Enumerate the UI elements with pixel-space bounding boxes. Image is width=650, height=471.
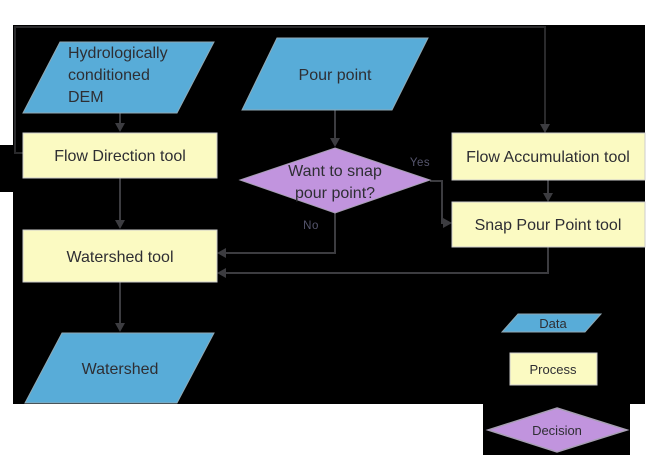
legend-process-label: Process [530,362,577,377]
arrowhead-into-watershed [115,323,125,332]
arrowhead-into-flow-direction [115,123,125,132]
arrowhead-into-flow-accumulation [540,124,550,133]
pour-point-label: Pour point [299,67,372,84]
node-dem: Hydrologically conditioned DEM [22,41,215,114]
node-pour-point: Pour point [241,37,429,111]
legend-decision-label: Decision [532,423,582,438]
flow-direction-label: Flow Direction tool [54,148,186,165]
dem-parallelogram [22,41,215,114]
legend-item-data: Data [500,313,603,333]
arrowhead-into-watershed-tool-right-upper [217,248,226,258]
node-watershed: Watershed [24,332,215,404]
arrowhead-into-decision [330,138,340,147]
decision-label-line1: Want to snap [288,163,382,180]
arrowhead-into-watershed-tool-right-lower [217,268,226,278]
legend-data-parallelogram [500,313,603,333]
node-flow-direction: Flow Direction tool [22,132,218,179]
snap-pour-point-label: Snap Pour Point tool [475,217,622,234]
flow-accumulation-label: Flow Accumulation tool [466,149,630,166]
flow-direction-rectangle [22,132,218,179]
figure-background-left-notch [0,145,14,192]
node-snap-decision: Want to snap pour point? [238,147,432,214]
flow-accumulation-rectangle [451,132,646,181]
legend-decision-diamond [485,407,630,453]
legend-item-process: Process [509,352,598,386]
connector-snappourpoint-to-watershedtool [224,247,549,274]
legend-item-decision: Decision [485,407,630,453]
arrowhead-into-watershed-tool-top [115,220,125,229]
edge-label-yes: Yes [410,157,430,169]
arrowhead-into-snap-pour-point-top [543,193,553,202]
snap-pour-point-rectangle [451,201,646,248]
dem-label-line1: Hydrologically [68,45,168,62]
legend-data-label: Data [539,316,567,331]
dem-label-line3: DEM [68,89,104,106]
watershed-label: Watershed [82,361,159,378]
watershed-tool-rectangle [22,229,218,283]
watershed-parallelogram [24,332,215,404]
connectors [14,26,553,332]
dem-label-line2: conditioned [68,67,150,84]
decision-label-line2: pour point? [295,185,375,202]
decision-diamond [238,147,432,214]
edge-label-no: No [303,220,319,232]
node-flow-accumulation: Flow Accumulation tool [451,132,646,181]
pour-point-parallelogram [241,37,429,111]
connector-flowdirection-to-flowaccumulation [14,26,546,154]
node-watershed-tool: Watershed tool [22,229,218,283]
legend-process-rectangle [509,352,598,386]
legend: Data Process Decision [485,313,630,453]
watershed-tool-label: Watershed tool [66,249,173,266]
arrowhead-into-snap-pour-point-left [443,218,452,228]
connector-decision-no-to-watershedtool [224,213,336,254]
node-snap-pour-point: Snap Pour Point tool [451,201,646,248]
